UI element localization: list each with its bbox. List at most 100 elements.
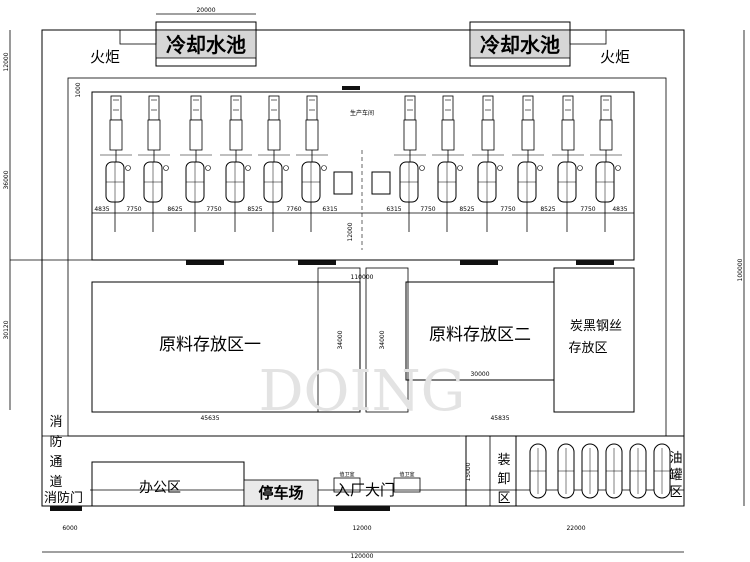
fire-gate-label: 消防门: [44, 490, 83, 506]
storage-inner-2-dim: 34000: [379, 330, 386, 349]
storage-one-w-dim: 45635: [200, 415, 219, 422]
loading-char: 区: [497, 491, 510, 506]
segment-dim: 8525: [247, 206, 262, 213]
reactor-unit: [432, 95, 464, 232]
entrance-label: 入厂大门: [335, 481, 395, 499]
tank-area: [515, 435, 685, 507]
top-gap-dim: 12000: [3, 52, 10, 71]
tank-label: 油罐区: [669, 451, 682, 500]
door-1: [186, 260, 224, 265]
segment-dim: 7750: [206, 206, 221, 213]
tank-h-dim: 15000: [465, 462, 472, 481]
segment-dim: 8625: [167, 206, 182, 213]
loading-label: 装卸区: [497, 453, 510, 506]
tank-char: 罐: [669, 468, 682, 483]
reactor-unit: [472, 95, 504, 232]
door-2: [298, 260, 336, 265]
oil-tank: [557, 443, 575, 499]
segment-dim: 8525: [459, 206, 474, 213]
storage-one-aisle: [317, 267, 361, 413]
guard-room-right: [393, 477, 421, 493]
fire-lane-char: 防: [49, 434, 62, 450]
tank-char: 油: [669, 451, 682, 466]
reactor-unit: [138, 95, 170, 232]
door-4: [576, 260, 614, 265]
flare-left-label: 火炬: [90, 48, 120, 66]
cooling-pool-label-2: 冷却水池: [480, 33, 560, 57]
guard-room-left: [333, 477, 361, 493]
oil-tank: [653, 443, 671, 499]
loading-char: 卸: [497, 471, 510, 487]
prod-workshop-label: 生产车间: [350, 109, 374, 117]
storage-height-dim: 30120: [3, 320, 10, 339]
flare-box-left: [119, 29, 157, 45]
segment-dim: 7750: [500, 206, 515, 213]
segment-dim: 6315: [386, 206, 401, 213]
storage-inner-1-dim: 34000: [337, 330, 344, 349]
segment-dim: 7750: [126, 206, 141, 213]
office-label: 办公区: [139, 480, 181, 496]
total-width-dim: 120000: [351, 553, 374, 560]
reactor-unit: [296, 95, 328, 232]
segment-dim: 4835: [94, 206, 109, 213]
guard-room-label-right: 值卫室: [399, 471, 414, 478]
prod-door-top: [342, 86, 360, 90]
total-height-dim: 100000: [737, 258, 744, 281]
storage-two-aisle: [365, 267, 409, 413]
reactor-unit: [258, 95, 290, 232]
reactor-unit: [590, 95, 622, 232]
cooling-pool-left: 冷却水池: [155, 21, 257, 67]
flare-right-label: 火炬: [600, 48, 630, 66]
span-mid-dim: 110000: [351, 274, 374, 281]
storage-depth-dim: 30000: [470, 371, 489, 378]
production-area: [91, 91, 635, 261]
oil-tank: [605, 443, 623, 499]
segment-dim: 4835: [612, 206, 627, 213]
oil-tank: [629, 443, 647, 499]
door-3: [460, 260, 498, 265]
reactor-unit: [100, 95, 132, 232]
cooling-pool-right: 冷却水池: [469, 21, 571, 67]
guard-room-label-left: 值卫室: [339, 471, 354, 478]
fire-gate: [50, 506, 82, 511]
reactor-unit: [180, 95, 212, 232]
tank-char: 区: [669, 485, 682, 500]
segment-dim: 7750: [580, 206, 595, 213]
flare-box-right: [569, 29, 607, 45]
segment-dim: 7760: [286, 206, 301, 213]
segment-dim: 7750: [420, 206, 435, 213]
oil-tank: [581, 443, 599, 499]
oil-tank: [529, 443, 547, 499]
gap-small-dim: 1000: [75, 82, 82, 97]
storage-one-label: 原料存放区一: [159, 335, 261, 355]
tank-w-dim: 22000: [566, 525, 585, 532]
storage-two-label: 原料存放区二: [429, 325, 531, 345]
segment-dim: 8525: [540, 206, 555, 213]
reactor-group-left: [100, 95, 353, 232]
reactor-unit: [552, 95, 584, 232]
reactor-group-right: [361, 95, 622, 250]
prod-height-dim: 36000: [3, 170, 10, 189]
entrance-gate: [334, 506, 390, 511]
fire-lane-char: 通: [49, 455, 62, 470]
carbon-steel-label-2: 存放区: [568, 341, 607, 356]
pool-width-dim: 20000: [196, 7, 215, 14]
reactor-unit: [394, 95, 426, 232]
parking-lot: [243, 479, 319, 507]
parking-label: 停车场: [258, 484, 303, 502]
reactor-unit: [220, 95, 252, 232]
fire-lane-char: 消: [49, 415, 62, 430]
entrance-w-dim: 12000: [352, 525, 371, 532]
fire-gate-w-dim: 6000: [62, 525, 77, 532]
gap-mid-dim: 12000: [347, 222, 354, 241]
fire-lane-char: 道: [49, 475, 62, 490]
carbon-steel-area: [553, 267, 635, 413]
carbon-steel-label-1: 炭黑钢丝: [570, 319, 622, 334]
loading-char: 装: [497, 453, 510, 468]
storage-two-w-dim: 45835: [490, 415, 509, 422]
watermark: DOING: [259, 359, 466, 424]
cooling-pool-label: 冷却水池: [166, 33, 246, 57]
